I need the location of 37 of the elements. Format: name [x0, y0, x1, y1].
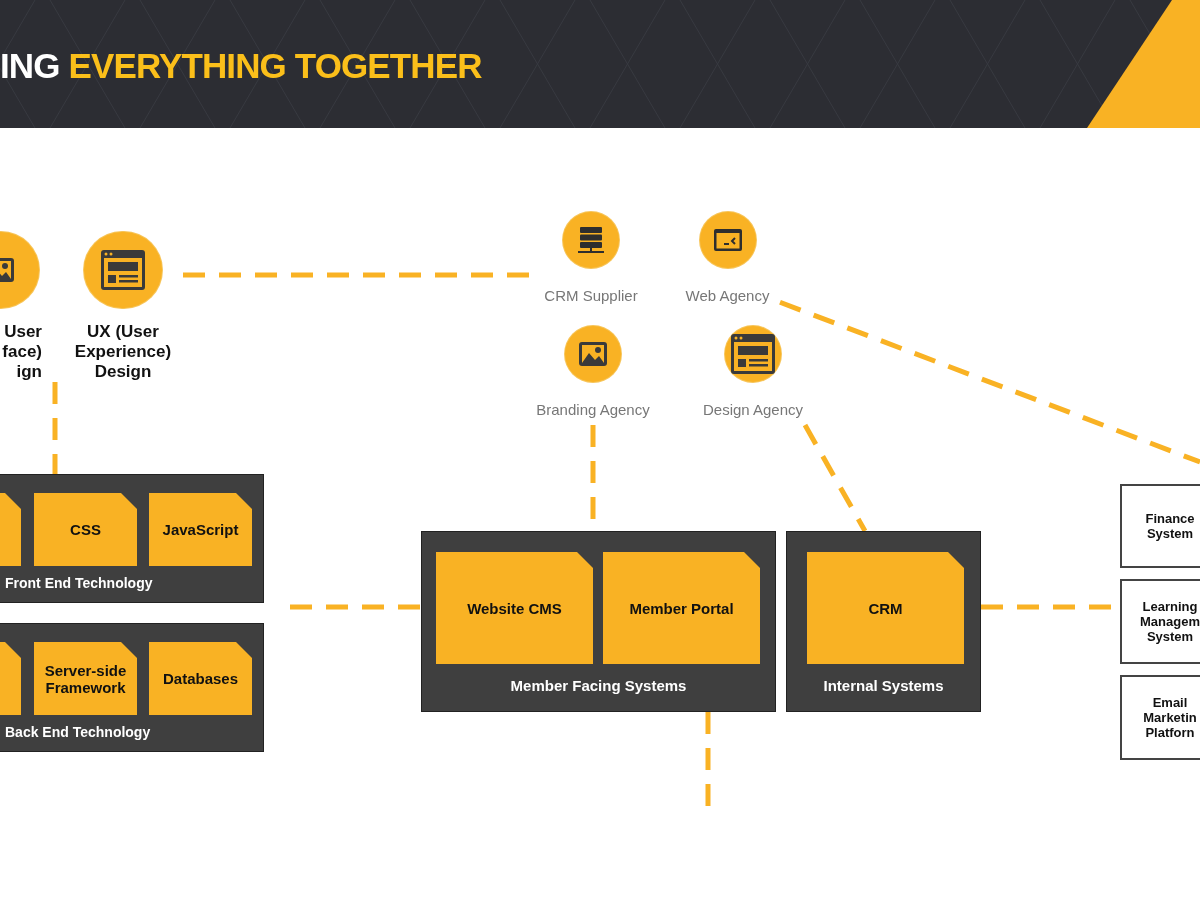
system-box [1120, 484, 1200, 568]
folded-card [34, 642, 137, 715]
system-panel [786, 531, 981, 712]
box-text: Finance System [1144, 511, 1196, 541]
folded-card [436, 552, 593, 664]
agency-label: Branding Agency [536, 400, 650, 420]
system-box [1120, 675, 1200, 760]
role-label: User face) ign [1, 322, 43, 382]
panel-title: Back End Technology [5, 723, 151, 742]
agency-label: CRM Supplier [544, 285, 638, 306]
folded-card [149, 493, 252, 566]
system-panel [421, 531, 776, 712]
folded-card [603, 552, 760, 664]
card-text: JavaScript [161, 521, 240, 538]
box-text: Learning Managem System [1139, 599, 1200, 644]
dashed-connector [290, 604, 421, 610]
agency-label: Design Agency [702, 400, 804, 420]
dashed-connector [779, 299, 1200, 465]
card-text: Member Portal [628, 599, 735, 617]
dashed-connector [802, 423, 868, 533]
dashed-connector [52, 382, 58, 474]
panel-title: Member Facing Systems [509, 675, 688, 696]
page-title: ING EVERYTHING TOGETHER [0, 45, 482, 87]
panel-title: Internal Systems [822, 675, 945, 696]
agency-label: Web Agency [685, 285, 770, 306]
panel-title: Front End Technology [5, 574, 153, 593]
card-text: CSS [69, 521, 102, 538]
folded-card [34, 493, 137, 566]
card-text: CRM [867, 599, 904, 617]
folded-card [149, 642, 252, 715]
card-text: Website CMS [466, 599, 563, 617]
folded-card [807, 552, 964, 664]
box-text: Email Marketin Platforn [1142, 695, 1198, 740]
card-text: Server-side Framework [43, 661, 128, 696]
role-label: UX (User Experience) Design [73, 322, 173, 382]
card-text: Databases [161, 670, 239, 687]
system-box [1120, 579, 1200, 664]
